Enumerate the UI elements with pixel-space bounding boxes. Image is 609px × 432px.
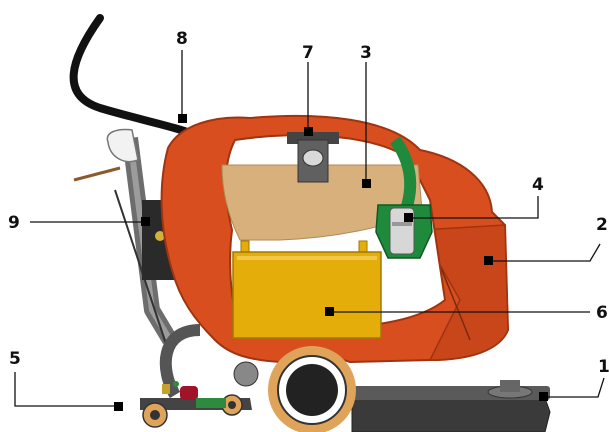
callout-4: 4 [532, 175, 544, 195]
battery [232, 251, 382, 339]
callout-6: 6 [596, 303, 608, 323]
battery-terminal-left [240, 240, 250, 254]
callout-7: 7 [302, 43, 314, 63]
power-cable [69, 14, 209, 142]
callout-3: 3 [360, 43, 372, 63]
callout-5: 5 [9, 349, 21, 369]
tow-bar [73, 166, 121, 182]
callout-1: 1 [598, 357, 609, 377]
battery-terminal-right [358, 240, 368, 254]
callout-2: 2 [596, 215, 608, 235]
squeegee-knob [233, 361, 259, 387]
handle-grip [106, 128, 139, 163]
brush-deck [351, 397, 551, 432]
callout-9: 9 [8, 213, 20, 233]
float-valve [302, 149, 324, 167]
hose [159, 324, 201, 399]
callout-8: 8 [176, 29, 188, 49]
